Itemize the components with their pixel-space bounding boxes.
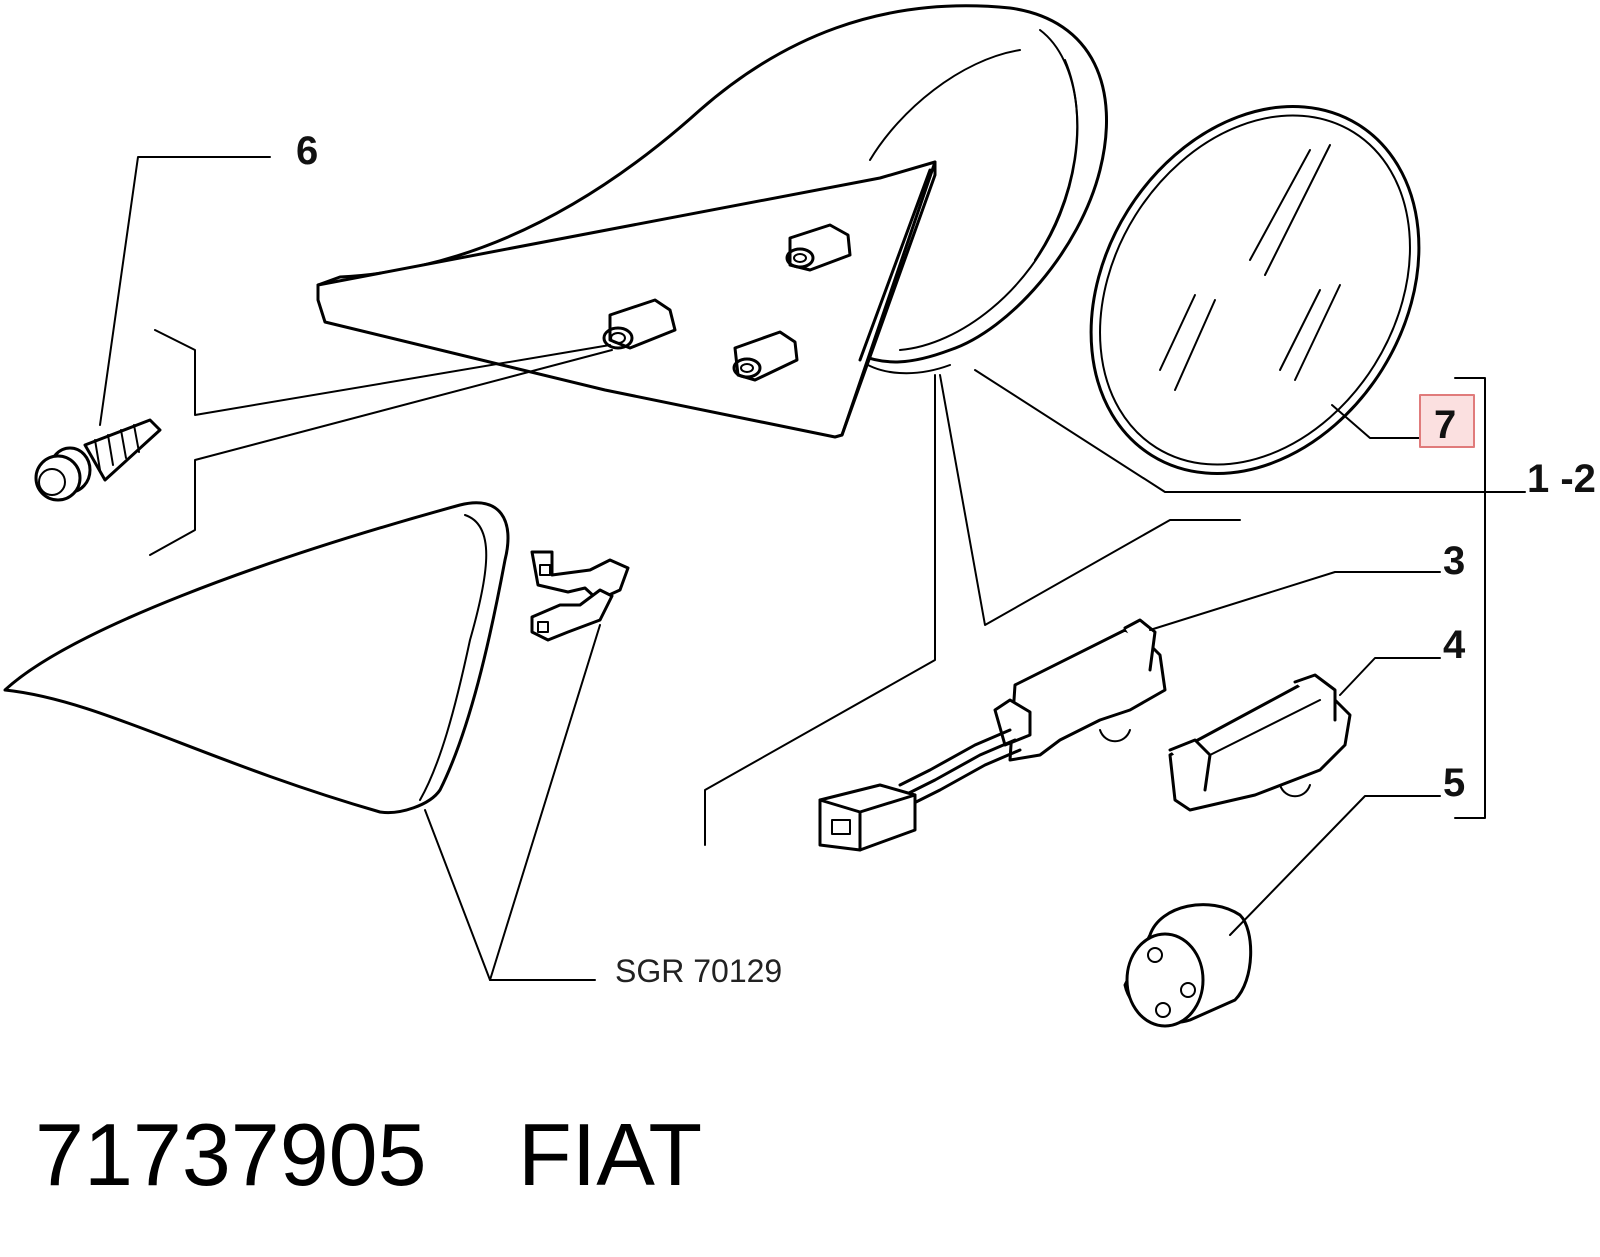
wiring-harness xyxy=(818,618,1167,852)
callout-1-2: 1 -2 xyxy=(1527,457,1596,501)
mounting-boss xyxy=(732,330,799,382)
callout-highlight xyxy=(1419,394,1475,448)
mounting-boss xyxy=(785,223,852,272)
motor-bracket xyxy=(1168,673,1352,812)
trim-cover xyxy=(3,501,510,815)
callout-7: 7 xyxy=(1434,403,1456,447)
callout-4: 4 xyxy=(1443,623,1466,667)
clip xyxy=(530,588,614,642)
mounting-base-plate xyxy=(316,160,937,439)
reference-label: SGR 70129 xyxy=(615,953,782,989)
brand-name: FIAT xyxy=(518,1105,702,1204)
mounting-boss xyxy=(602,298,677,350)
leader-lines xyxy=(99,156,1526,981)
mirror-glass xyxy=(1089,105,1421,475)
mirror-housing xyxy=(316,4,1108,375)
motor-cap xyxy=(1123,903,1253,1028)
callout-6: 6 xyxy=(296,129,318,173)
callout-3: 3 xyxy=(1443,539,1465,583)
clip xyxy=(530,550,630,602)
part-number: 71737905 xyxy=(35,1105,427,1204)
callout-5: 5 xyxy=(1443,761,1465,805)
screw xyxy=(34,418,162,502)
